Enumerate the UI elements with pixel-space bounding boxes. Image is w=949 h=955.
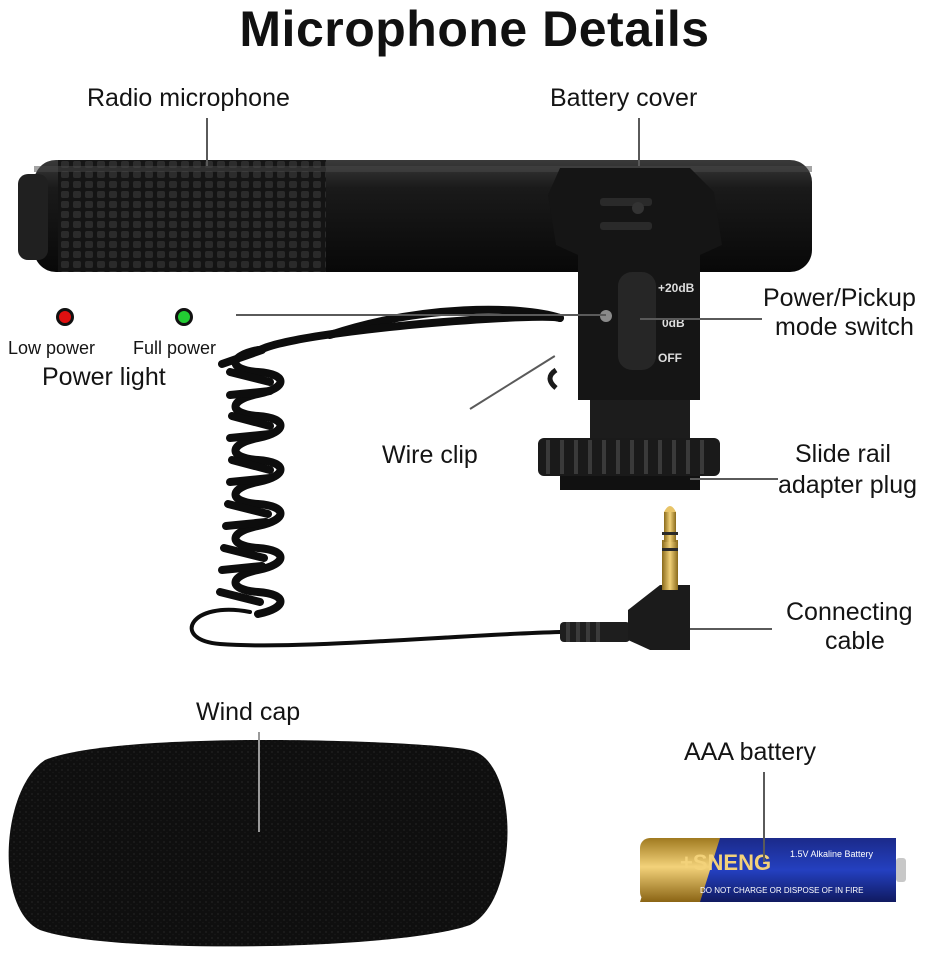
label-slide-rail-line2: adapter plug [778, 471, 918, 499]
label-connecting-line1: Connecting [786, 598, 913, 626]
leader-aaa-battery [763, 772, 765, 862]
full-power-led-icon [175, 308, 193, 326]
label-connecting-line2: cable [825, 627, 885, 655]
mount-block: +20dB 0dB OFF [538, 168, 722, 490]
battery-voltage-text: 1.5V Alkaline Battery [790, 849, 874, 859]
label-power-pickup-line2: mode switch [775, 313, 914, 341]
wind-cap-foam [8, 740, 508, 947]
leader-power-light [236, 314, 606, 316]
label-battery-cover: Battery cover [550, 84, 698, 112]
label-wind-cap: Wind cap [196, 698, 301, 726]
label-wire-clip: Wire clip [382, 441, 478, 469]
switch-mark-20db: +20dB [658, 281, 695, 295]
leader-wind-cap [258, 732, 260, 832]
page-title: Microphone Details [239, 1, 710, 57]
battery-brand-text: +SNENG [680, 850, 771, 875]
leader-slide-rail [690, 478, 778, 480]
leader-connecting-cable [690, 628, 772, 630]
leader-radio-microphone [206, 118, 208, 166]
low-power-led-icon [56, 308, 74, 326]
battery-warning-text: DO NOT CHARGE OR DISPOSE OF IN FIRE [700, 886, 863, 895]
label-radio-microphone: Radio microphone [87, 84, 290, 112]
label-power-light: Power light [42, 363, 166, 391]
coiled-cable [189, 305, 564, 648]
leader-power-pickup [640, 318, 762, 320]
label-aaa-battery: AAA battery [684, 738, 817, 766]
label-low-power: Low power [8, 338, 96, 358]
label-full-power: Full power [133, 338, 217, 358]
leader-battery-cover [638, 118, 640, 166]
label-power-pickup-line1: Power/Pickup [763, 284, 916, 312]
switch-mark-off: OFF [658, 351, 682, 365]
audio-plug [560, 506, 690, 650]
label-slide-rail-line1: Slide rail [795, 440, 891, 468]
aaa-battery: +SNENG 1.5V Alkaline Battery DO NOT CHAR… [640, 838, 906, 902]
